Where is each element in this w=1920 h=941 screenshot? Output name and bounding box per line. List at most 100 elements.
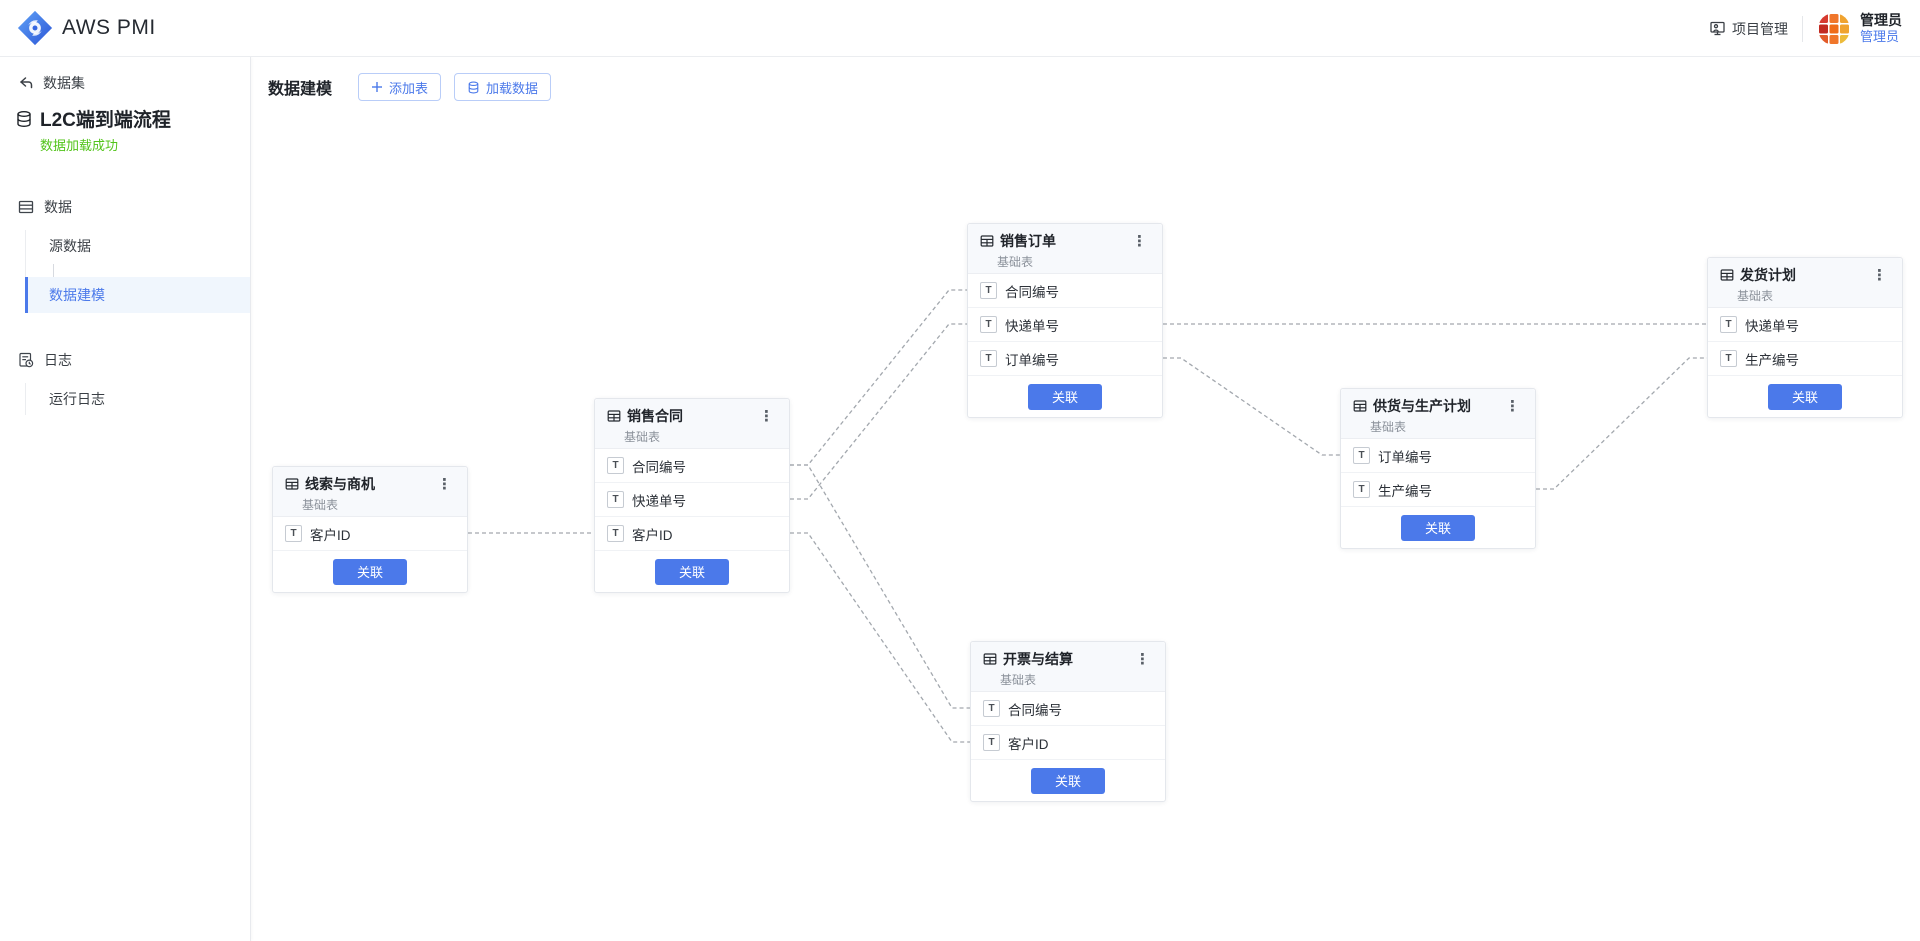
kebab-menu-icon[interactable]: ⋮ [1505,397,1520,415]
relate-button[interactable]: 关联 [1401,514,1475,541]
field-row-快递单号[interactable]: T 快递单号 [595,483,789,517]
field-label: 快递单号 [632,493,686,509]
field-row-合同编号[interactable]: T 合同编号 [968,274,1162,308]
kebab-menu-icon[interactable]: ⋮ [1872,266,1887,284]
field-row-快递单号[interactable]: T 快递单号 [968,308,1162,342]
log-icon [18,352,34,368]
back-arrow-icon [20,77,33,89]
relate-button[interactable]: 关联 [333,558,407,585]
text-field-icon: T [983,734,1000,751]
load-data-icon [468,81,479,93]
field-label: 合同编号 [1005,284,1059,300]
field-label: 订单编号 [1378,449,1432,465]
text-field-icon: T [1720,316,1737,333]
table-grid-icon [980,235,994,247]
load-data-button[interactable]: 加载数据 [454,73,552,101]
table-grid-icon [1720,269,1734,281]
field-label: 合同编号 [1008,702,1062,718]
relation-line [1536,357,1707,490]
workstation-icon [1710,21,1725,36]
table-card-header: 销售订单 ⋮ 基础表 [968,224,1162,274]
table-card-发货计划[interactable]: 发货计划 ⋮ 基础表 T 快递单号 T 生产编号 关联 [1707,257,1903,418]
field-label: 生产编号 [1745,352,1799,368]
kebab-menu-icon[interactable]: ⋮ [437,475,452,493]
relate-button[interactable]: 关联 [1031,767,1105,794]
relation-line [790,323,967,500]
field-row-生产编号[interactable]: T 生产编号 [1708,342,1902,376]
table-card-subtitle: 基础表 [1737,289,1774,303]
sidebar-item-数据建模[interactable]: 数据建模 [25,277,250,313]
text-field-icon: T [607,457,624,474]
relate-button[interactable]: 关联 [1028,383,1102,410]
sidebar-item-运行日志[interactable]: 运行日志 [49,391,105,407]
table-card-title: 线索与商机 [305,476,375,492]
user-role-link[interactable]: 管理员 [1860,29,1900,45]
text-field-icon: T [980,282,997,299]
table-card-header: 销售合同 ⋮ 基础表 [595,399,789,449]
dataset-header: L2C端到端流程 [0,93,250,132]
user-block[interactable]: 管理员 管理员 [1817,12,1902,46]
table-card-title: 开票与结算 [1003,651,1073,667]
table-card-title: 销售订单 [1000,233,1056,249]
add-table-button[interactable]: 添加表 [358,73,442,101]
table-card-subtitle: 基础表 [624,430,661,444]
table-icon [18,199,34,215]
text-field-icon: T [980,350,997,367]
table-grid-icon [607,410,621,422]
sidebar-item-源数据[interactable]: 源数据 [49,238,91,254]
kebab-menu-icon[interactable]: ⋮ [1135,650,1150,668]
project-management-label: 项目管理 [1732,20,1788,37]
field-row-客户ID[interactable]: T 客户ID [971,726,1165,760]
relate-button[interactable]: 关联 [655,558,729,585]
table-card-subtitle: 基础表 [302,498,339,512]
field-label: 客户ID [310,527,351,543]
submenu-guide-line [25,383,26,415]
table-card-title: 销售合同 [627,408,683,424]
relation-line [1163,357,1340,456]
relation-line [790,464,970,709]
field-label: 快递单号 [1005,318,1059,334]
submenu-guide-line [25,230,26,311]
tree-connector-line [53,264,54,277]
avatar [1818,12,1850,45]
table-card-subtitle: 基础表 [1000,673,1037,687]
table-card-header: 供货与生产计划 ⋮ 基础表 [1341,389,1535,439]
sidebar-section-日志[interactable]: 日志 [0,341,250,379]
app-logo: AWS PMI [0,9,156,47]
kebab-menu-icon[interactable]: ⋮ [759,407,774,425]
sidebar-section-数据[interactable]: 数据 [0,188,250,226]
table-card-header: 发货计划 ⋮ 基础表 [1708,258,1902,308]
kebab-menu-icon[interactable]: ⋮ [1132,232,1147,250]
sidebar-back-datasets[interactable]: 数据集 [0,57,250,93]
field-label: 客户ID [1008,736,1049,752]
table-card-header: 线索与商机 ⋮ 基础表 [273,467,467,517]
database-icon [17,110,31,127]
text-field-icon: T [1720,350,1737,367]
main-toolbar: 数据建模 添加表 加载数据 [251,57,1920,117]
project-management-link[interactable]: 项目管理 [1709,19,1788,39]
sidebar-section-label: 数据 [44,199,72,215]
table-card-subtitle: 基础表 [1370,420,1407,434]
text-field-icon: T [607,491,624,508]
field-row-快递单号[interactable]: T 快递单号 [1708,308,1902,342]
field-label: 快递单号 [1745,318,1799,334]
table-card-title: 发货计划 [1740,267,1796,283]
relation-line [790,532,970,743]
text-field-icon: T [980,316,997,333]
relate-button[interactable]: 关联 [1768,383,1842,410]
table-card-title: 供货与生产计划 [1373,398,1471,414]
